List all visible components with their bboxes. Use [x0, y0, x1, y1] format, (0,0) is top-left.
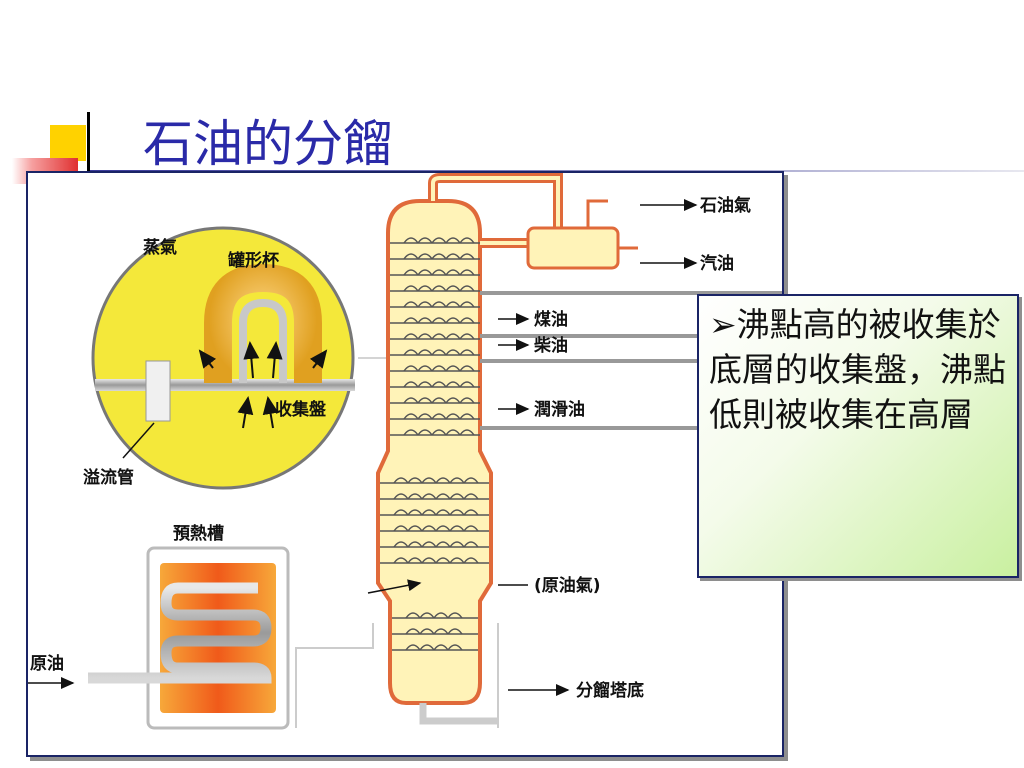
title-decoration-square [50, 125, 86, 161]
label-bubble-cap: 罐形杯 [227, 250, 279, 271]
diagram-frame: 蒸氣 罐形杯 收集盤 溢流管 預熱槽 原油 (原油氣) 分餾塔底 石油氣 汽油 … [26, 171, 784, 757]
label-lubricant: 潤滑油 [534, 399, 585, 420]
label-crude-vapor: (原油氣) [534, 575, 601, 596]
label-overflow: 溢流管 [83, 467, 134, 488]
label-gasoline: 汽油 [700, 253, 734, 274]
fractional-distillation-diagram: 蒸氣 罐形杯 收集盤 溢流管 預熱槽 原油 (原油氣) 分餾塔底 石油氣 汽油 … [28, 173, 782, 730]
label-diesel: 柴油 [533, 335, 568, 356]
label-bottom: 分餾塔底 [576, 680, 644, 701]
label-preheater: 預熱槽 [173, 523, 224, 544]
explanation-callout: ➢沸點高的被收集於底層的收集盤，沸點低則被收集在高層 [697, 294, 1019, 578]
label-petroleum-gas: 石油氣 [699, 195, 751, 216]
distillation-column [376, 173, 638, 725]
column-trays [380, 237, 489, 651]
title-decoration-vline [87, 112, 90, 172]
preheater-tank [88, 546, 388, 730]
label-crude: 原油 [30, 653, 64, 674]
magnifier-view [91, 226, 355, 490]
label-steam: 蒸氣 [143, 237, 177, 258]
label-kerosene: 煤油 [534, 309, 568, 330]
label-collector: 收集盤 [275, 399, 327, 420]
slide-title: 石油的分餾 [143, 115, 393, 173]
